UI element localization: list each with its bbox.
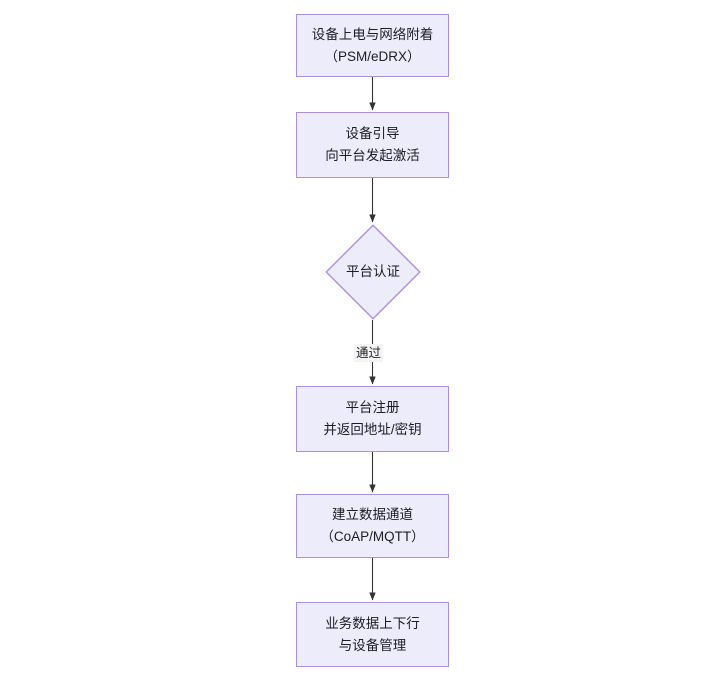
flow-node-label: 设备上电与网络附着 （PSM/eDRX） [311, 26, 434, 64]
flow-node-label: 平台注册 并返回地址/密钥 [323, 400, 422, 437]
diamond-shape [325, 224, 421, 320]
flow-node-label: 平台认证 [346, 264, 400, 279]
flow-node-device-bootstrap[interactable]: 设备引导 向平台发起激活 [296, 112, 449, 178]
edge-label-pass: 通过 [354, 344, 384, 362]
flow-node-label: 设备引导 向平台发起激活 [325, 126, 420, 163]
flow-node-device-power-on[interactable]: 设备上电与网络附着 （PSM/eDRX） [296, 14, 449, 77]
flow-node-label: 建立数据通道 （CoAP/MQTT） [320, 507, 425, 544]
flow-node-business-data[interactable]: 业务数据上下行 与设备管理 [296, 602, 449, 667]
flow-node-label: 业务数据上下行 与设备管理 [325, 615, 420, 653]
flow-node-data-channel[interactable]: 建立数据通道 （CoAP/MQTT） [296, 494, 449, 558]
flow-node-platform-register[interactable]: 平台注册 并返回地址/密钥 [296, 386, 449, 452]
flow-node-platform-auth[interactable]: 平台认证 [325, 224, 421, 320]
